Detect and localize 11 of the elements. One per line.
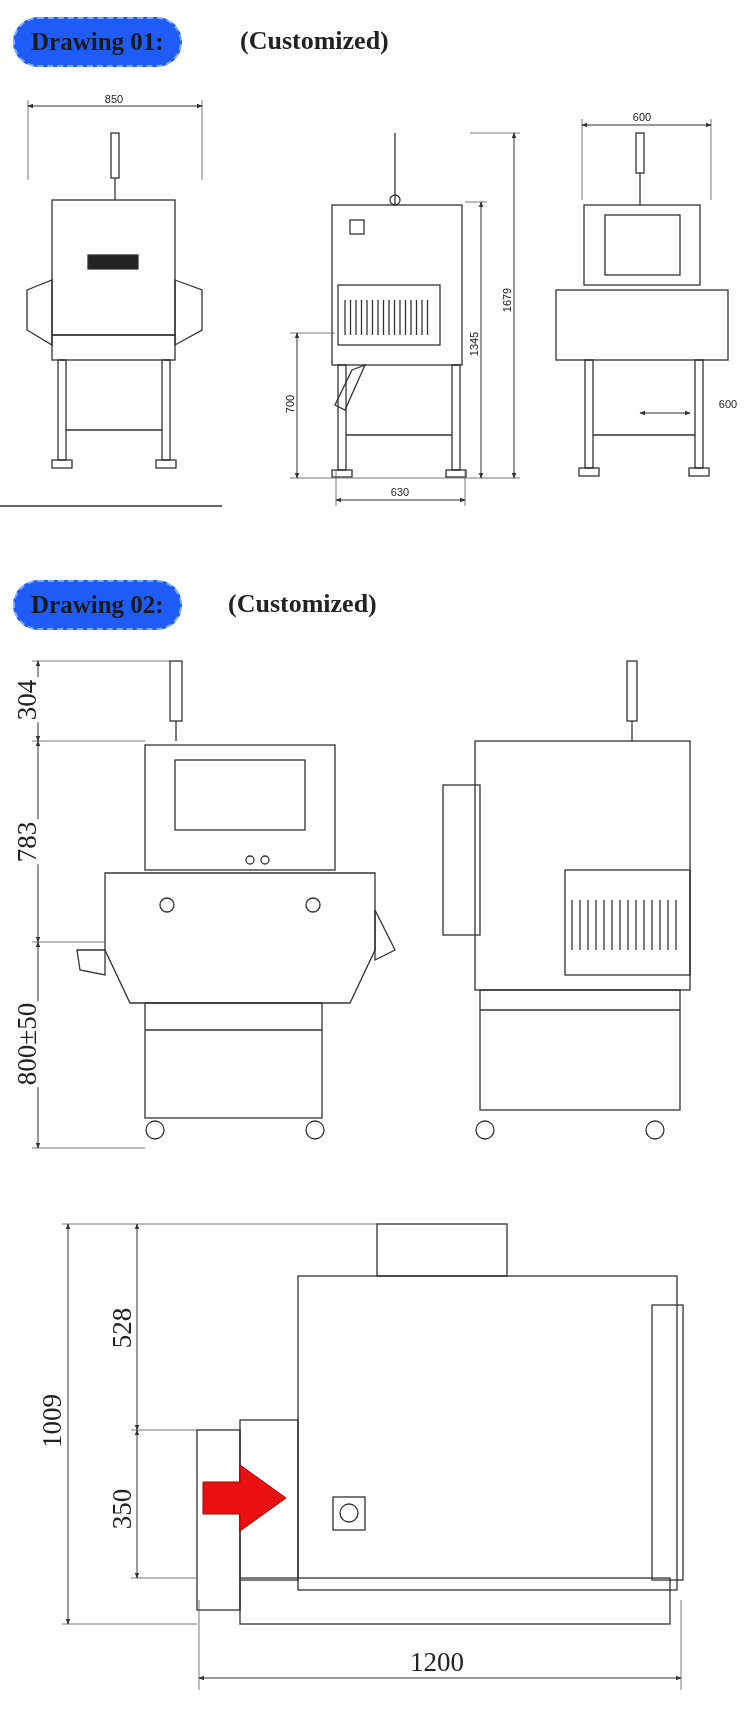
title-badge: Drawing 02:	[13, 580, 182, 630]
dimension-label: 630	[388, 486, 412, 498]
dimension-label: 600	[630, 111, 654, 123]
dimension-label: 850	[102, 93, 126, 105]
dimension-label: 1345	[468, 329, 480, 359]
dimension-label: 1679	[501, 285, 513, 315]
title-badge: Drawing 01:	[13, 17, 182, 67]
subtitle: (Customized)	[228, 588, 377, 620]
dimension-label: 700	[284, 392, 296, 416]
subtitle: (Customized)	[240, 25, 389, 57]
dimension-label: 600	[716, 398, 740, 410]
